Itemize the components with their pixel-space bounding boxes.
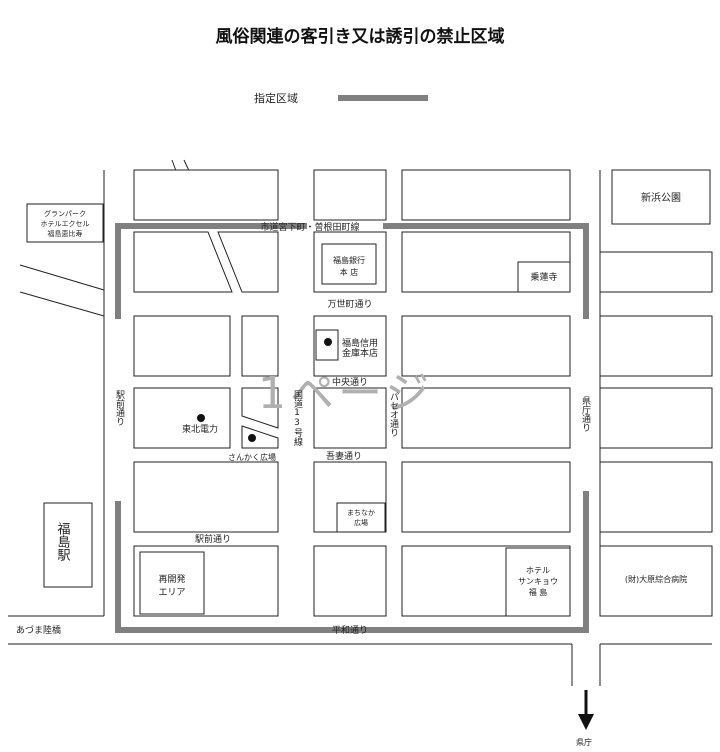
label-fukushima-eki: 福島駅 (55, 522, 71, 562)
designated-area-boundary (115, 223, 589, 633)
label-granpark-2: ホテルエクセル (41, 220, 90, 228)
label-kencho-dori: 県庁通り (580, 396, 591, 432)
arrow-down-icon (578, 690, 594, 730)
label-shinhama-park: 新浜公園 (641, 191, 681, 204)
label-fukushima-bank-2: 本 店 (340, 267, 359, 277)
title: 風俗関連の客引き又は誘引の禁止区域 (215, 27, 505, 47)
label-saikaihatsu-1: 再開発 (158, 573, 185, 585)
legend-swatch (338, 95, 428, 101)
label-manseicho-dori: 万世町通り (327, 298, 372, 310)
tohoku-denryoku-marker (197, 414, 205, 422)
label-shinkin-1: 福島信用 (342, 337, 378, 349)
label-machinaka-2: 広場 (354, 518, 368, 527)
label-jorenji: 乗蓮寺 (530, 271, 557, 283)
label-ekimae-dori: 駅前通り (195, 533, 231, 545)
label-kencho: 県庁 (576, 737, 592, 747)
label-heiwa-dori: 平和通り (332, 625, 368, 636)
label-granpark-3: 福島恵比寿 (48, 229, 83, 238)
label-shido-miyashita: 市道宮下町・曽根田町線 (260, 221, 359, 233)
legend-label: 指定区域 (254, 91, 298, 105)
label-fukushima-bank-1: 福島銀行 (333, 255, 365, 265)
label-shinkin-2: 金庫本店 (342, 347, 378, 359)
label-hotel-1: ホテル (526, 566, 550, 575)
label-paseo-dori: パセオ通り (388, 392, 399, 437)
label-sankaku-hiroba: さんかく広場 (228, 452, 276, 462)
label-saikaihatsu-2: エリア (158, 588, 185, 598)
label-azuma-rikkyo: あづま陸橋 (16, 624, 61, 636)
label-machinaka-1: まちなか (347, 509, 375, 517)
buildings (26, 203, 571, 617)
place-labels: グランパーク ホテルエクセル 福島恵比寿 新浜公園 市道宮下町・曽根田町線 福島… (16, 191, 687, 747)
label-azuma-dori: 吾妻通り (326, 450, 362, 462)
markers (197, 338, 332, 442)
label-kokudo-13: 国道13号線 (292, 390, 303, 446)
sankaku-hiroba-marker (248, 434, 256, 442)
label-hotel-2: サンキョウ (518, 577, 558, 586)
label-ohara-hospital: (財)大原綜合病院 (625, 574, 687, 584)
label-tohoku-denryoku: 東北電力 (182, 423, 218, 435)
label-hotel-3: 福 島 (529, 587, 548, 597)
label-chuo-dori: 中央通り (332, 376, 368, 388)
shinkin-marker (324, 338, 332, 346)
label-ekimae-dori-vertical: 駅前通り (114, 390, 125, 426)
watermark: 1ページ (258, 368, 433, 419)
label-granpark-1: グランパーク (44, 209, 86, 218)
